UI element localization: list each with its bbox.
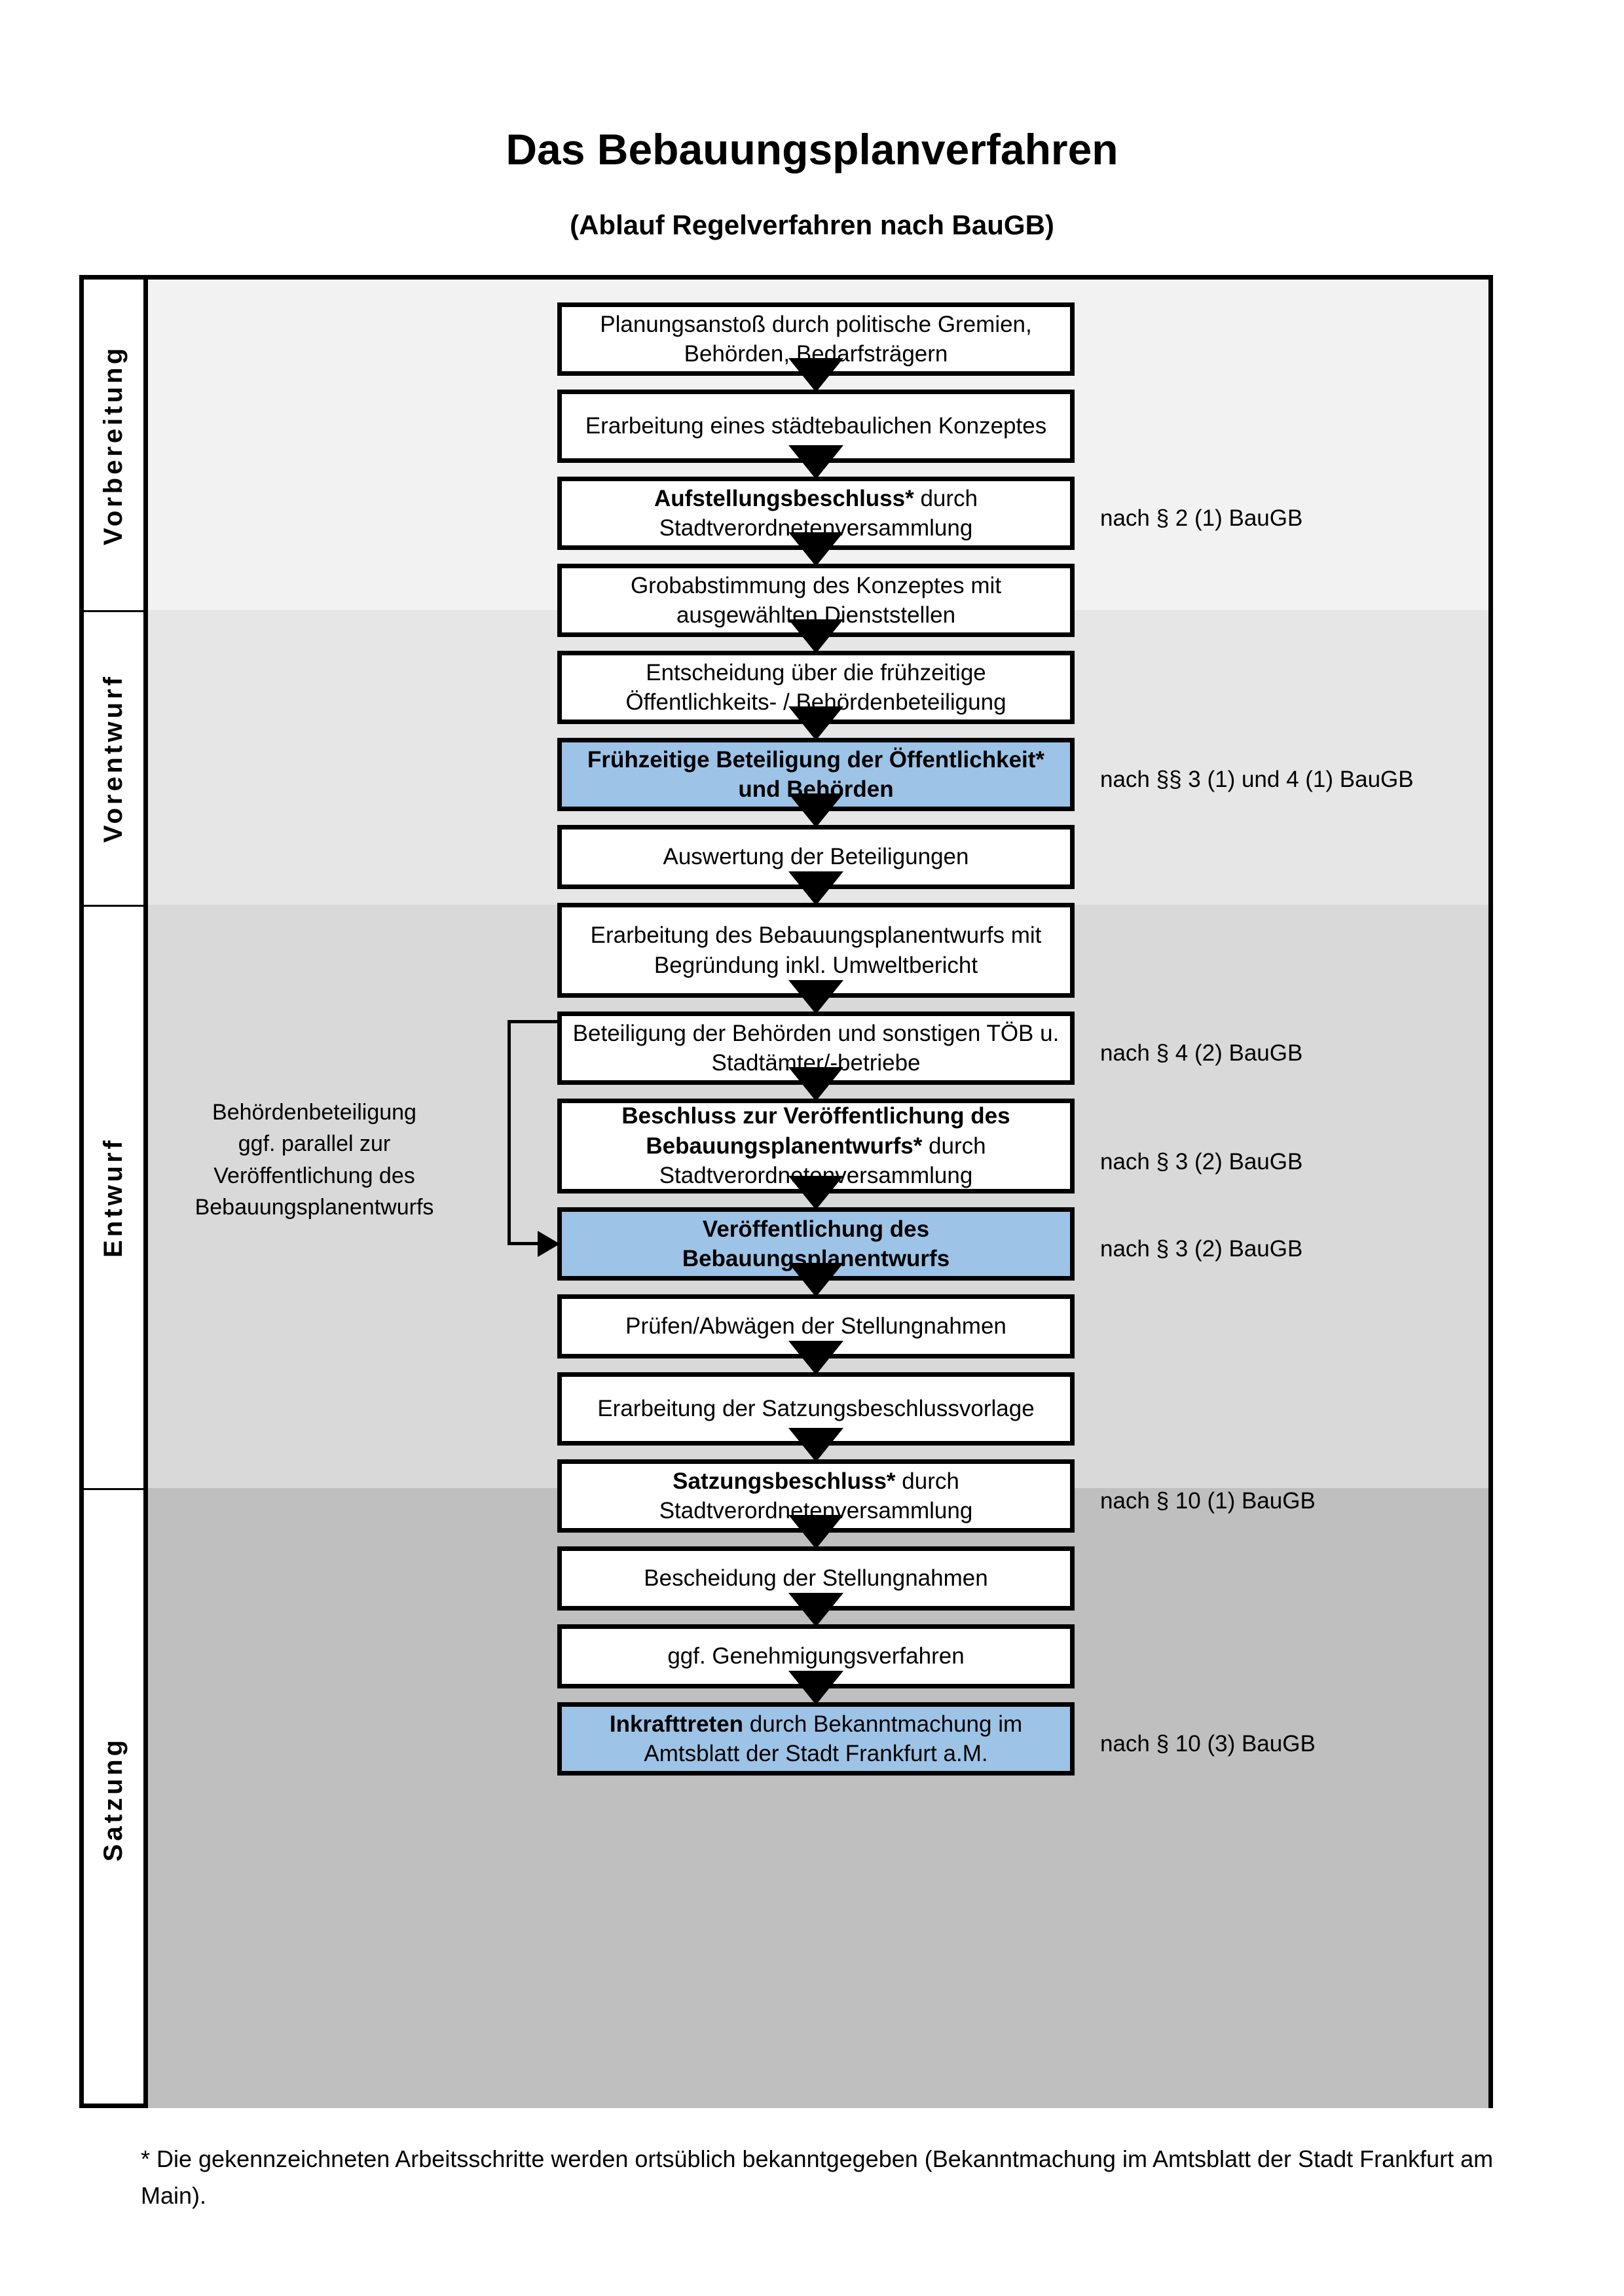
flow-arrow-s15-s16 — [788, 1593, 843, 1627]
diagram-frame: Vorbereitung Vorentwurf Entwurf Satzung … — [79, 275, 1493, 2108]
annotation-s10: nach § 3 (2) BauGB — [1100, 1149, 1303, 1175]
page-title: Das Bebauungsplanverfahren — [506, 125, 1118, 173]
phase-label-vorbereitung: Vorbereitung — [84, 280, 143, 610]
flow-arrow-s6-s7 — [788, 793, 843, 828]
annotation-s9: nach § 4 (2) BauGB — [1100, 1040, 1303, 1066]
step-text: Entscheidung über die frühzeitige Öffent… — [625, 659, 1006, 716]
annotation-s14: nach § 10 (1) BauGB — [1100, 1488, 1316, 1514]
parallel-note-line-3: Veröffentlichung des — [213, 1163, 415, 1188]
step-box-s17[interactable]: Inkrafttreten durch Bekanntmachung im Am… — [557, 1702, 1075, 1776]
phase-label-text: Satzung — [99, 1736, 128, 1862]
flow-arrow-s11-s12 — [788, 1263, 843, 1297]
flow-arrow-s16-s17 — [788, 1671, 843, 1705]
flow-arrow-s4-s5 — [788, 619, 843, 653]
phase-label-column: Vorbereitung Vorentwurf Entwurf Satzung — [84, 280, 148, 2104]
phase-label-text: Vorentwurf — [99, 674, 128, 843]
phase-label-vorentwurf: Vorentwurf — [84, 610, 143, 905]
step-text: Auswertung der Beteiligungen — [663, 844, 969, 870]
parallel-note-line-4: Bebauungsplanentwurfs — [194, 1194, 434, 1220]
phase-label-satzung: Satzung — [84, 1488, 143, 2108]
step-text: Aufstellungsbeschluss* durch Stadtverord… — [654, 485, 978, 541]
flow-arrow-s13-s14 — [788, 1428, 843, 1462]
step-text: Inkrafttreten durch Bekanntmachung im Am… — [609, 1711, 1023, 1767]
step-text: Prüfen/Abwägen der Stellungnahmen — [625, 1313, 1006, 1339]
flow-arrow-s2-s3 — [788, 445, 843, 479]
flow-arrow-s3-s4 — [788, 532, 843, 566]
parallel-note: Behördenbeteiligung ggf. parallel zur Ve… — [157, 1097, 471, 1223]
flow-arrow-s5-s6 — [788, 706, 843, 740]
flow-arrow-s7-s8 — [788, 871, 843, 905]
bracket-bottom-segment — [507, 1242, 548, 1245]
step-text: Frühzeitige Beteiligung der Öffentlichke… — [587, 746, 1045, 803]
step-text: ggf. Genehmigungsverfahren — [667, 1643, 965, 1669]
step-text: Erarbeitung des Bebauungsplanentwurfs mi… — [590, 922, 1042, 978]
annotation-s6: nach §§ 3 (1) und 4 (1) BauGB — [1100, 767, 1414, 792]
step-text: Satzungsbeschluss* durch Stadtverordnete… — [659, 1468, 973, 1524]
flow-arrow-s1-s2 — [788, 358, 843, 392]
flow-arrow-s8-s9 — [788, 980, 843, 1014]
page-subtitle: (Ablauf Regelverfahren nach BauGB) — [570, 210, 1054, 240]
parallel-note-line-2: ggf. parallel zur — [238, 1131, 391, 1157]
step-text: Erarbeitung der Satzungsbeschlussvorlage — [597, 1396, 1035, 1422]
flow-arrow-s12-s13 — [788, 1341, 843, 1375]
bracket-top-segment — [507, 1020, 560, 1023]
parallel-note-line-1: Behördenbeteiligung — [212, 1100, 416, 1125]
step-text: Erarbeitung eines städtebaulichen Konzep… — [585, 413, 1047, 439]
phase-label-entwurf: Entwurf — [84, 905, 143, 1488]
flow-arrow-s10-s11 — [788, 1176, 843, 1210]
phase-label-text: Entwurf — [99, 1137, 128, 1258]
annotation-s17: nach § 10 (3) BauGB — [1100, 1731, 1316, 1757]
flow-arrow-s9-s10 — [788, 1067, 843, 1101]
bracket-arrow-head-icon — [538, 1231, 560, 1257]
annotation-s11: nach § 3 (2) BauGB — [1100, 1236, 1303, 1262]
footnote: * Die gekennzeichneten Arbeitsschritte w… — [141, 2145, 1494, 2209]
phase-label-text: Vorbereitung — [99, 344, 128, 545]
step-text: Beteiligung der Behörden und sonstigen T… — [572, 1020, 1060, 1076]
bracket-vertical-segment — [507, 1020, 511, 1245]
step-text: Bescheidung der Stellungnahmen — [644, 1565, 988, 1592]
step-text: Beschluss zur Veröffentlichung des Bebau… — [621, 1103, 1010, 1189]
annotation-s3: nach § 2 (1) BauGB — [1100, 505, 1303, 531]
flow-arrow-s14-s15 — [788, 1515, 843, 1549]
